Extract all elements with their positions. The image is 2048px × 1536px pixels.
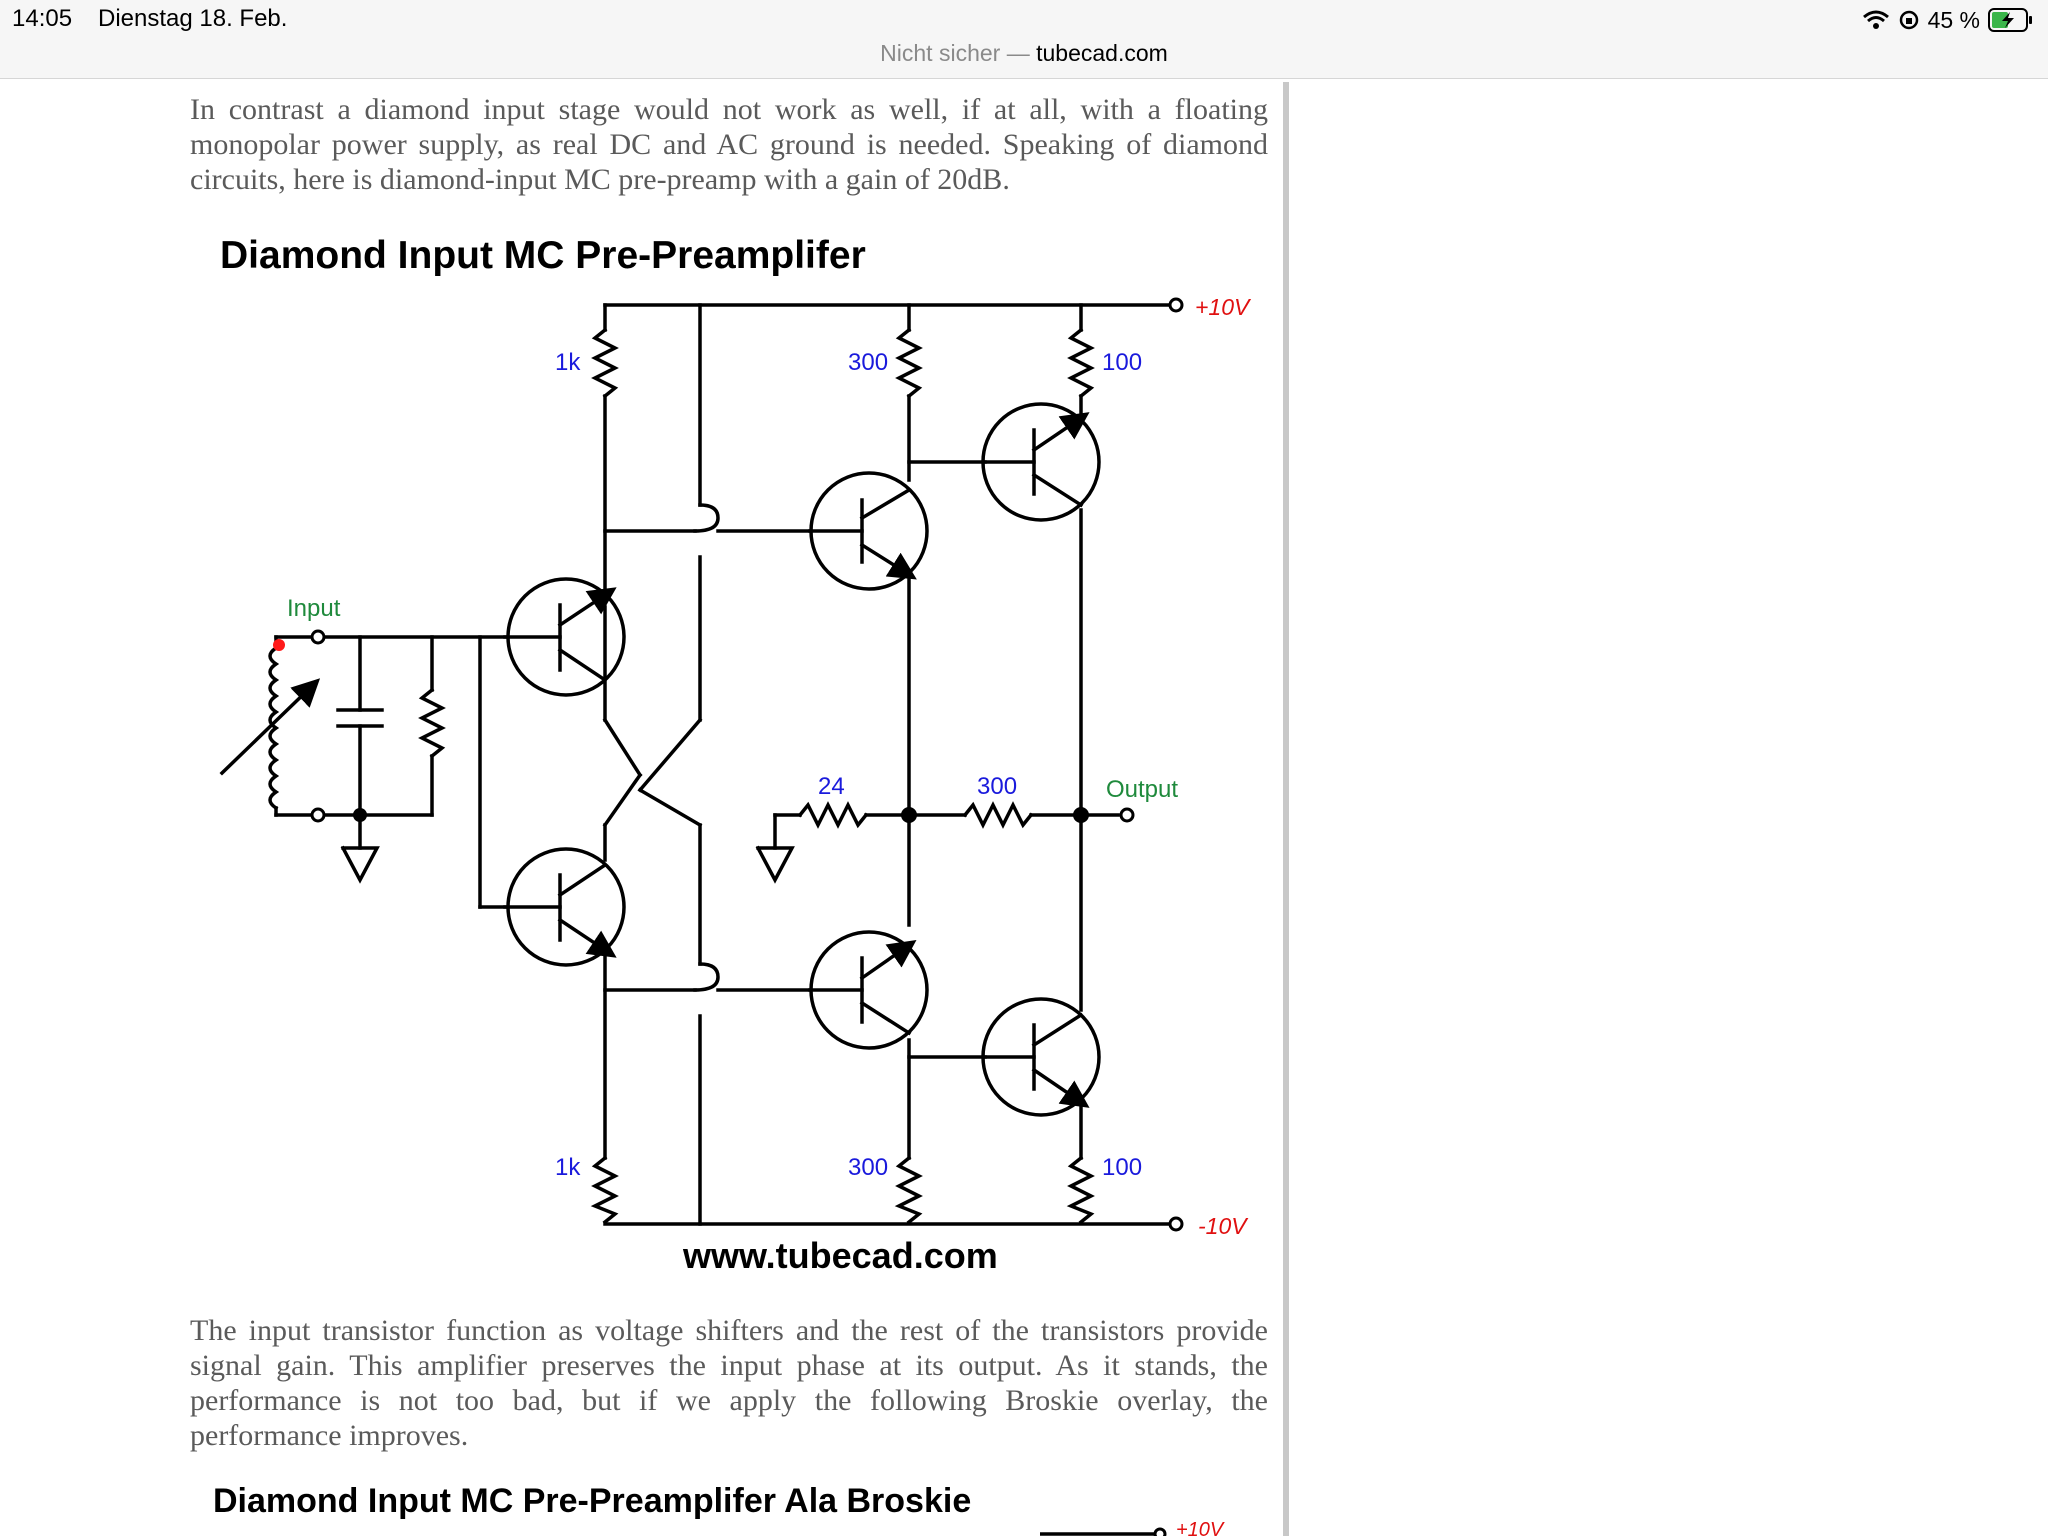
label-input: Input — [287, 595, 341, 622]
schematic-credit: www.tubecad.com — [682, 1235, 998, 1276]
security-status: Nicht sicher — [880, 40, 1001, 66]
label-supply-positive: +10V — [1195, 294, 1252, 320]
wifi-icon — [1862, 10, 1889, 29]
orientation-lock-icon — [1899, 10, 1918, 30]
label-r-bot-right: 100 — [1102, 1154, 1142, 1181]
status-date: Dienstag 18. Feb. — [98, 5, 288, 32]
schematic-figure: Diamond Input MC Pre-Preamplifer +10V -1… — [219, 234, 1252, 1276]
label-r-bot-left: 1k — [555, 1154, 581, 1181]
label-r-out-feedback: 300 — [977, 773, 1017, 800]
label-r-top-mid: 300 — [848, 349, 888, 376]
article-paragraph-2: The input transistor function as voltage… — [190, 1314, 1268, 1452]
label-r-out-ground: 24 — [818, 773, 845, 800]
label-r-bot-mid: 300 — [848, 1154, 888, 1181]
page-column-divider — [1283, 82, 1289, 1536]
address-bar[interactable]: Nicht sicher — tubecad.com — [0, 40, 2048, 67]
label-supply-negative: -10V — [1198, 1213, 1249, 1239]
figure-2-partial: +10V — [1040, 1520, 1225, 1536]
schematic-title: Diamond Input MC Pre-Preamplifer — [220, 234, 866, 277]
polarity-dot-icon — [273, 639, 285, 651]
article-paragraph-1: In contrast a diamond input stage would … — [190, 93, 1268, 196]
battery-percent: 45 % — [1927, 6, 1980, 33]
status-time: 14:05 — [12, 5, 73, 32]
label-output: Output — [1106, 776, 1178, 803]
figure-2-title: Diamond Input MC Pre-Preamplifer Ala Bro… — [213, 1482, 972, 1520]
figure-2-rail-label: +10V — [1176, 1520, 1225, 1536]
status-indicators: 45 % — [1862, 4, 2034, 36]
battery-charging-icon — [1988, 8, 2032, 32]
label-r-top-left: 1k — [555, 349, 581, 376]
address-separator: — — [1006, 40, 1030, 66]
label-r-top-right: 100 — [1102, 349, 1142, 376]
status-bar: 14:05 Dienstag 18. Feb. 45 % Nicht siche… — [0, 0, 2048, 79]
address-domain: tubecad.com — [1036, 40, 1168, 66]
